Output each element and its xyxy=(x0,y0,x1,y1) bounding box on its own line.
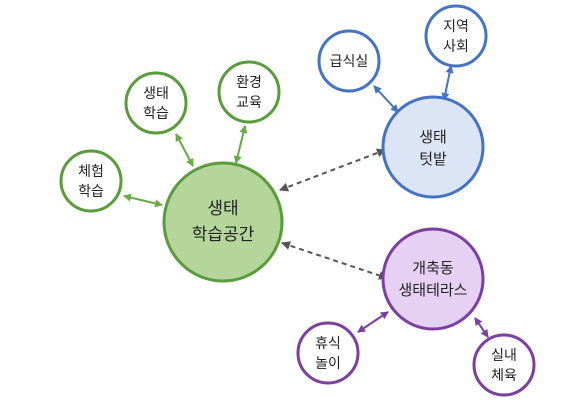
connector-garden-community xyxy=(441,65,454,101)
node-cafeteria: 급식실 xyxy=(317,29,381,93)
node-env-education-circle xyxy=(217,60,281,124)
node-ecology-learning-line2: 학습 xyxy=(143,106,169,122)
node-terrace-line1: 개축동 xyxy=(412,259,454,277)
node-rest-play-circle xyxy=(296,321,360,385)
node-community-line1: 지역 xyxy=(443,19,469,35)
node-indoor-pe: 실내 체육 xyxy=(472,333,536,397)
connectors xyxy=(123,65,489,338)
connector-terrace-indoor-pe xyxy=(474,317,489,338)
node-rest-play-line2: 놀이 xyxy=(315,356,341,372)
node-hub: 생태 학습공간 xyxy=(162,161,284,283)
node-community: 지역 사회 xyxy=(424,4,488,68)
node-experience-learning: 체험 학습 xyxy=(59,149,123,213)
node-eco-garden-circle xyxy=(381,95,485,199)
connector-hub-ecology-learning xyxy=(175,133,194,167)
node-eco-garden-line1: 생태 xyxy=(419,128,447,146)
node-terrace: 개축동 생태테라스 xyxy=(381,227,485,331)
node-cafeteria-line1: 급식실 xyxy=(330,54,369,70)
node-rest-play-line1: 휴식 xyxy=(315,336,341,352)
node-community-circle xyxy=(424,4,488,68)
node-community-line2: 사회 xyxy=(443,39,469,55)
node-terrace-circle xyxy=(381,227,485,331)
node-eco-garden-line2: 텃밭 xyxy=(419,150,447,168)
connector-hub-experience-learning xyxy=(123,193,163,208)
connector-hub-eco-garden xyxy=(279,148,386,192)
node-experience-learning-line1: 체험 xyxy=(78,164,104,180)
node-ecology-learning-circle xyxy=(124,71,188,135)
node-hub-circle xyxy=(162,161,284,283)
node-cafeteria-circle xyxy=(317,29,381,93)
node-eco-garden: 생태 텃밭 xyxy=(381,95,485,199)
node-env-education-line1: 환경 xyxy=(236,75,262,91)
node-ecology-learning: 생태 학습 xyxy=(124,71,188,135)
node-hub-line2: 학습공간 xyxy=(192,225,255,245)
node-env-education: 환경 교육 xyxy=(217,60,281,124)
node-indoor-pe-line1: 실내 xyxy=(491,348,517,364)
node-terrace-line2: 생태테라스 xyxy=(398,281,467,299)
node-hub-line1: 생태 xyxy=(207,199,238,219)
node-ecology-learning-line1: 생태 xyxy=(143,86,169,102)
node-experience-learning-line2: 학습 xyxy=(78,184,104,200)
node-indoor-pe-circle xyxy=(472,333,536,397)
connector-hub-terrace xyxy=(281,241,388,280)
node-indoor-pe-line2: 체육 xyxy=(491,368,517,384)
connector-hub-env-education xyxy=(233,125,248,164)
connector-garden-cafeteria xyxy=(373,85,399,113)
node-experience-learning-circle xyxy=(59,149,123,213)
node-env-education-line2: 교육 xyxy=(236,95,262,111)
node-rest-play: 휴식 놀이 xyxy=(296,321,360,385)
connector-terrace-rest-play xyxy=(357,311,389,333)
